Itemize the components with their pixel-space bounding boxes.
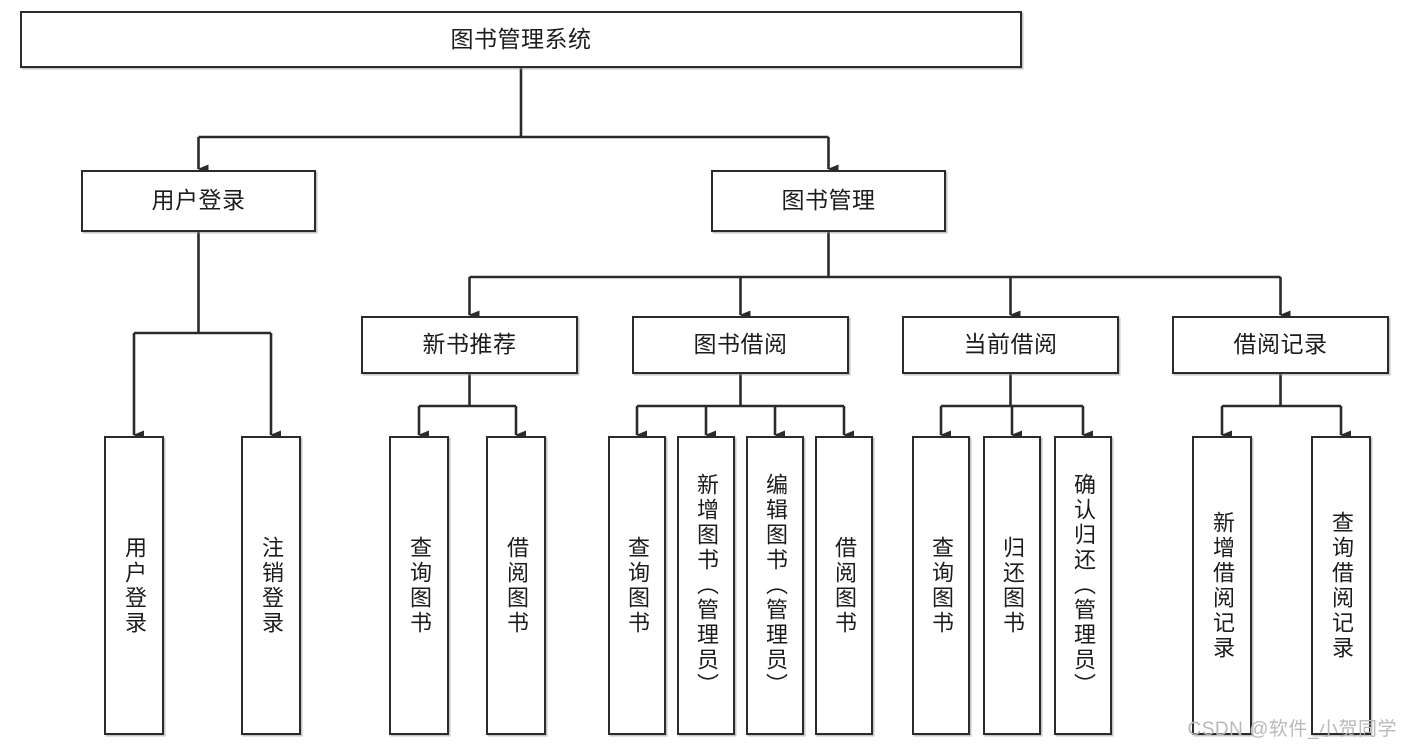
- node-label: 用户登录: [151, 187, 246, 214]
- node-leaf-add-book[interactable]: 新增图书（管理员）: [677, 436, 735, 735]
- node-leaf-confirm-return[interactable]: 确认归还（管理员）: [1054, 436, 1112, 735]
- node-label: 用户登录: [122, 535, 147, 636]
- node-leaf-query-book-1[interactable]: 查询图书: [389, 436, 449, 735]
- node-borrow-record[interactable]: 借阅记录: [1172, 316, 1389, 374]
- watermark-text: CSDN @软件_小贺同学: [1187, 719, 1397, 740]
- node-book-borrow[interactable]: 图书借阅: [632, 316, 849, 374]
- node-label: 当前借阅: [963, 331, 1058, 358]
- node-label: 编辑图书（管理员）: [763, 473, 788, 698]
- node-label: 确认归还（管理员）: [1071, 473, 1096, 698]
- node-label: 查询图书: [407, 535, 432, 636]
- node-leaf-borrow-book-2[interactable]: 借阅图书: [815, 436, 873, 735]
- node-leaf-add-record[interactable]: 新增借阅记录: [1192, 436, 1252, 735]
- node-root[interactable]: 图书管理系统: [20, 11, 1022, 68]
- node-leaf-user-login[interactable]: 用户登录: [104, 436, 164, 735]
- node-book-manage[interactable]: 图书管理: [711, 170, 946, 232]
- node-label: 图书管理: [781, 187, 876, 214]
- node-label: 查询图书: [929, 535, 954, 636]
- node-label: 图书借阅: [693, 331, 788, 358]
- node-label: 新书推荐: [422, 331, 517, 358]
- node-label: 借阅图书: [504, 535, 529, 636]
- node-leaf-query-book-3[interactable]: 查询图书: [912, 436, 970, 735]
- node-label: 查询借阅记录: [1329, 510, 1354, 661]
- node-leaf-return-book[interactable]: 归还图书: [983, 436, 1041, 735]
- node-leaf-borrow-book-1[interactable]: 借阅图书: [486, 436, 546, 735]
- node-leaf-query-book-2[interactable]: 查询图书: [608, 436, 666, 735]
- node-leaf-query-record[interactable]: 查询借阅记录: [1311, 436, 1371, 735]
- node-user-login[interactable]: 用户登录: [81, 170, 316, 232]
- node-current-borrow[interactable]: 当前借阅: [902, 316, 1119, 374]
- node-label: 图书管理系统: [450, 25, 592, 52]
- node-label: 借阅记录: [1233, 331, 1328, 358]
- node-label: 借阅图书: [832, 535, 857, 636]
- node-new-book-recommend[interactable]: 新书推荐: [361, 316, 578, 374]
- node-leaf-edit-book[interactable]: 编辑图书（管理员）: [746, 436, 804, 735]
- node-label: 查询图书: [625, 535, 650, 636]
- node-label: 新增借阅记录: [1210, 510, 1235, 661]
- node-label: 归还图书: [1000, 535, 1025, 636]
- node-label: 新增图书（管理员）: [694, 473, 719, 698]
- node-leaf-logout[interactable]: 注销登录: [241, 436, 301, 735]
- node-label: 注销登录: [259, 535, 284, 636]
